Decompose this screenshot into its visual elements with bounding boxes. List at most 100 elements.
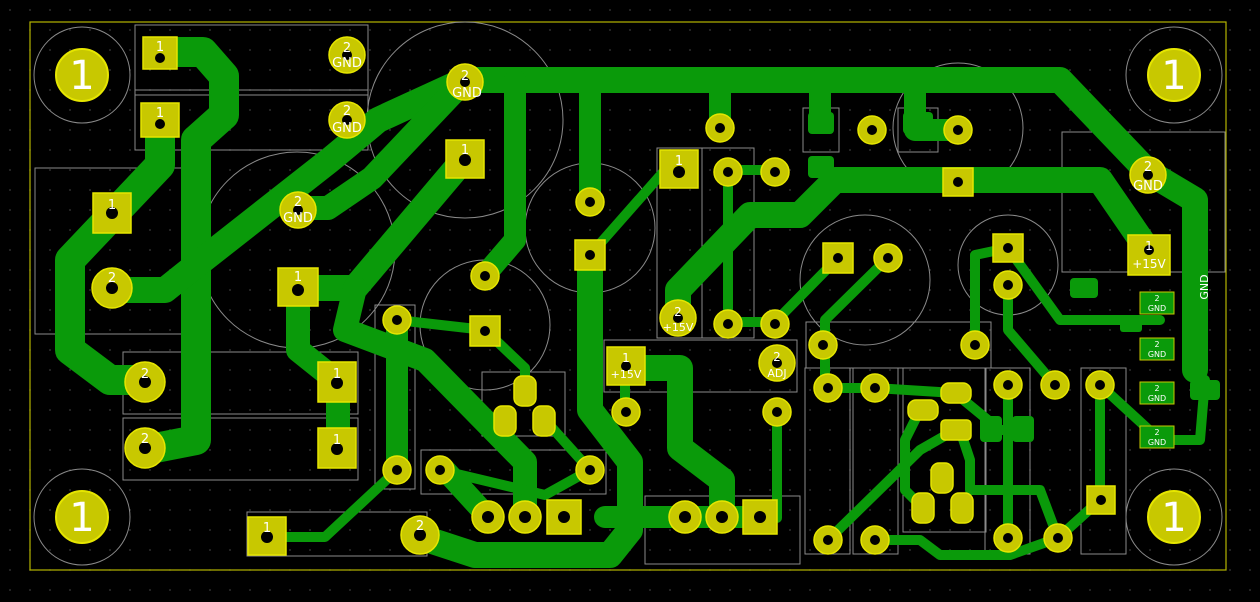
- pad: [705, 500, 739, 534]
- pad-number: 2: [343, 41, 351, 56]
- pad-net: +15V: [1132, 257, 1166, 271]
- pad: 1+15V: [606, 346, 646, 386]
- board-outline: [29, 21, 1227, 571]
- pad: [713, 309, 743, 339]
- pad-number: 1: [108, 198, 116, 213]
- pad: 1: [140, 102, 180, 138]
- mounting-hole-label: 1: [69, 53, 94, 99]
- pad: 1: [659, 149, 699, 189]
- mounting-hole-label: 1: [1161, 495, 1186, 541]
- mounting-hole: 1: [1147, 490, 1201, 544]
- pad: [860, 525, 890, 555]
- pad-net: GND: [452, 86, 482, 101]
- mounting-hole-label: 1: [69, 495, 94, 541]
- edge-gnd-label: GND: [1198, 274, 1211, 299]
- pad: [808, 330, 838, 360]
- mounting-hole: 1: [55, 490, 109, 544]
- pad-number: 2: [461, 69, 469, 84]
- pad-net: ADJ: [767, 367, 786, 380]
- pad: [668, 500, 702, 534]
- pad: [470, 261, 500, 291]
- pad: [860, 373, 890, 403]
- conn-label: GND: [1148, 438, 1166, 447]
- conn-label: 2: [1154, 428, 1159, 437]
- pad-number: 2: [343, 104, 351, 119]
- pad: [575, 455, 605, 485]
- pad-net: +15V: [663, 321, 694, 334]
- pad: [943, 115, 973, 145]
- pad: [1085, 370, 1115, 400]
- mounting-hole: 1: [55, 48, 109, 102]
- pad: [873, 243, 903, 273]
- pad-net: +15V: [611, 368, 642, 381]
- pad: 2: [91, 267, 133, 309]
- pad: 2: [124, 361, 166, 403]
- pad: [574, 239, 606, 271]
- pad: [857, 115, 887, 145]
- pad-number: 2: [1144, 160, 1152, 175]
- pad: 1: [247, 516, 287, 556]
- pad: [993, 370, 1023, 400]
- pad-number: 1: [156, 106, 164, 121]
- conn-label: 2: [1154, 294, 1159, 303]
- pad: [575, 187, 605, 217]
- pad: 1: [445, 139, 485, 179]
- pad: [760, 309, 790, 339]
- pad: [713, 157, 743, 187]
- pad: 2 +15V: [659, 299, 697, 337]
- pad: [813, 525, 843, 555]
- pad-number: 2: [141, 432, 149, 447]
- smd-pads: [493, 112, 1220, 524]
- pad-number: 1: [333, 433, 341, 448]
- conn-label: GND: [1148, 304, 1166, 313]
- pad: [993, 523, 1023, 553]
- conn-label: GND: [1148, 394, 1166, 403]
- pad: 2: [400, 515, 440, 555]
- pad-number: 1: [333, 367, 341, 382]
- pad-number: 1: [675, 154, 683, 169]
- pad: 1: [317, 427, 357, 469]
- pad: 1: [92, 192, 132, 234]
- pad: 1: [277, 267, 319, 307]
- pad: [742, 499, 778, 535]
- conn-label: 2: [1154, 384, 1159, 393]
- pad: 2: [124, 427, 166, 469]
- connector-pads: 2 GND 2 GND 2 GND 2 GND: [1139, 291, 1175, 449]
- pad: [546, 499, 582, 535]
- pad: [1043, 523, 1073, 553]
- pad: [508, 500, 542, 534]
- pad: 1: [142, 36, 178, 70]
- pad: [992, 233, 1024, 263]
- pad: [611, 397, 641, 427]
- conn-label: GND: [1148, 350, 1166, 359]
- pad: [382, 305, 412, 335]
- pad-net: GND: [332, 56, 362, 71]
- through-hole-pads: [382, 113, 1116, 555]
- pad-number: 1: [461, 143, 469, 158]
- pad-net: GND: [332, 121, 362, 136]
- pad: [760, 157, 790, 187]
- mounting-holes: 1 1 1 1: [55, 48, 1201, 544]
- pad-net: GND: [283, 211, 313, 226]
- pad: [469, 315, 501, 347]
- pad-number: 2: [108, 271, 116, 286]
- mounting-hole: 1: [1147, 48, 1201, 102]
- pad: [993, 270, 1023, 300]
- pad-number: 2: [773, 350, 781, 364]
- pad-number: 2: [294, 195, 302, 210]
- pad: [1086, 485, 1116, 515]
- pad-number: 1: [294, 270, 302, 285]
- pad: 1: [317, 361, 357, 403]
- pad-number: 2: [674, 305, 682, 319]
- pad: [942, 167, 974, 197]
- pad-number: 2: [141, 367, 149, 382]
- pad-net: GND: [1133, 179, 1163, 194]
